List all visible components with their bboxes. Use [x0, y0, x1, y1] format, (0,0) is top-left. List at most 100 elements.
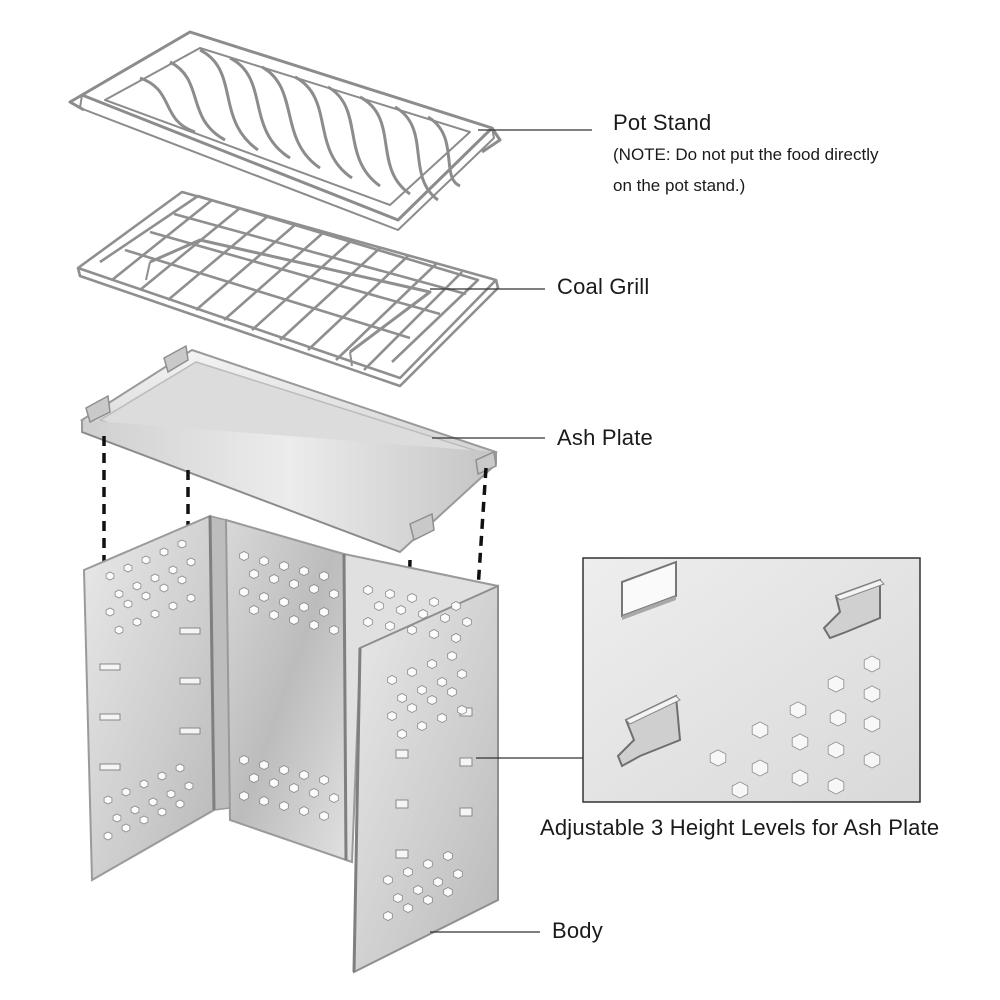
- vent-hole: [427, 659, 437, 669]
- vent-hole: [132, 617, 142, 627]
- vent-hole: [397, 693, 407, 703]
- vent-hole: [168, 565, 178, 575]
- vent-hole: [751, 721, 769, 739]
- ash-plate-label: Ash Plate: [557, 425, 653, 450]
- vent-hole: [114, 589, 124, 599]
- vent-hole: [166, 789, 176, 799]
- vent-hole: [423, 895, 433, 905]
- vent-hole: [177, 539, 187, 549]
- vent-hole: [259, 592, 269, 602]
- inset-vent-holes: [709, 655, 881, 799]
- vent-hole: [279, 765, 289, 775]
- vent-hole: [121, 787, 131, 797]
- vent-hole: [383, 911, 393, 921]
- vent-hole: [418, 609, 428, 619]
- vent-hole: [148, 797, 158, 807]
- vent-hole: [269, 610, 279, 620]
- vent-hole: [121, 823, 131, 833]
- vent-hole: [239, 755, 249, 765]
- vent-hole: [827, 741, 845, 759]
- adjustable-levels-label: Adjustable 3 Height Levels for Ash Plate: [540, 815, 940, 840]
- vent-hole: [383, 875, 393, 885]
- vent-hole: [150, 573, 160, 583]
- vent-hole: [269, 778, 279, 788]
- vent-hole: [393, 893, 403, 903]
- vent-hole: [863, 655, 881, 673]
- vent-hole: [309, 788, 319, 798]
- vent-hole: [150, 609, 160, 619]
- vent-hole: [437, 677, 447, 687]
- vent-hole: [157, 807, 167, 817]
- vent-hole: [407, 667, 417, 677]
- vent-hole: [105, 571, 115, 581]
- vent-hole: [319, 811, 329, 821]
- vent-hole: [387, 711, 397, 721]
- vent-hole: [789, 701, 807, 719]
- vent-hole: [403, 867, 413, 877]
- vent-hole: [157, 771, 167, 781]
- vent-hole: [141, 591, 151, 601]
- detail-inset: [582, 557, 921, 803]
- vent-hole: [103, 795, 113, 805]
- vent-hole: [397, 729, 407, 739]
- vent-hole: [239, 551, 249, 561]
- coal-grill-label: Coal Grill: [557, 274, 650, 299]
- vent-hole: [863, 715, 881, 733]
- vent-hole: [791, 769, 809, 787]
- vent-hole: [139, 815, 149, 825]
- vent-hole: [103, 831, 113, 841]
- pot-stand-label: Pot Stand: [613, 110, 712, 135]
- vent-hole: [363, 585, 373, 595]
- vent-hole: [177, 575, 187, 585]
- vent-hole: [279, 561, 289, 571]
- vent-hole: [319, 775, 329, 785]
- vent-hole: [239, 791, 249, 801]
- vent-hole: [279, 597, 289, 607]
- vent-hole: [827, 675, 845, 693]
- vent-hole: [299, 602, 309, 612]
- vent-hole: [447, 651, 457, 661]
- vent-hole: [437, 713, 447, 723]
- vent-hole: [385, 621, 395, 631]
- vent-hole: [447, 687, 457, 697]
- vent-hole: [863, 751, 881, 769]
- vent-hole: [709, 749, 727, 767]
- vent-hole: [731, 781, 749, 799]
- vent-hole: [403, 903, 413, 913]
- vent-hole: [451, 601, 461, 611]
- vent-hole: [132, 581, 142, 591]
- vent-hole: [249, 569, 259, 579]
- vent-hole: [112, 813, 122, 823]
- vent-hole: [299, 770, 309, 780]
- vent-hole: [299, 806, 309, 816]
- vent-hole: [319, 571, 329, 581]
- vent-hole: [407, 625, 417, 635]
- vent-hole: [168, 601, 178, 611]
- vent-hole: [329, 625, 339, 635]
- vent-hole: [249, 605, 259, 615]
- vent-hole: [433, 877, 443, 887]
- vent-hole: [309, 584, 319, 594]
- vent-hole: [184, 781, 194, 791]
- vent-hole: [249, 773, 259, 783]
- vent-hole: [457, 705, 467, 715]
- vent-hole: [123, 599, 133, 609]
- vent-hole: [259, 556, 269, 566]
- vent-hole: [139, 779, 149, 789]
- vent-hole: [407, 593, 417, 603]
- vent-hole: [457, 669, 467, 679]
- vent-hole: [159, 583, 169, 593]
- vent-hole: [453, 869, 463, 879]
- vent-hole: [175, 763, 185, 773]
- vent-hole: [105, 607, 115, 617]
- vent-hole: [374, 601, 384, 611]
- vent-hole: [827, 777, 845, 795]
- vent-hole: [863, 685, 881, 703]
- vent-hole: [309, 620, 319, 630]
- vent-hole: [387, 675, 397, 685]
- vent-hole: [363, 617, 373, 627]
- vent-hole: [289, 615, 299, 625]
- vent-hole: [429, 597, 439, 607]
- vent-hole: [443, 887, 453, 897]
